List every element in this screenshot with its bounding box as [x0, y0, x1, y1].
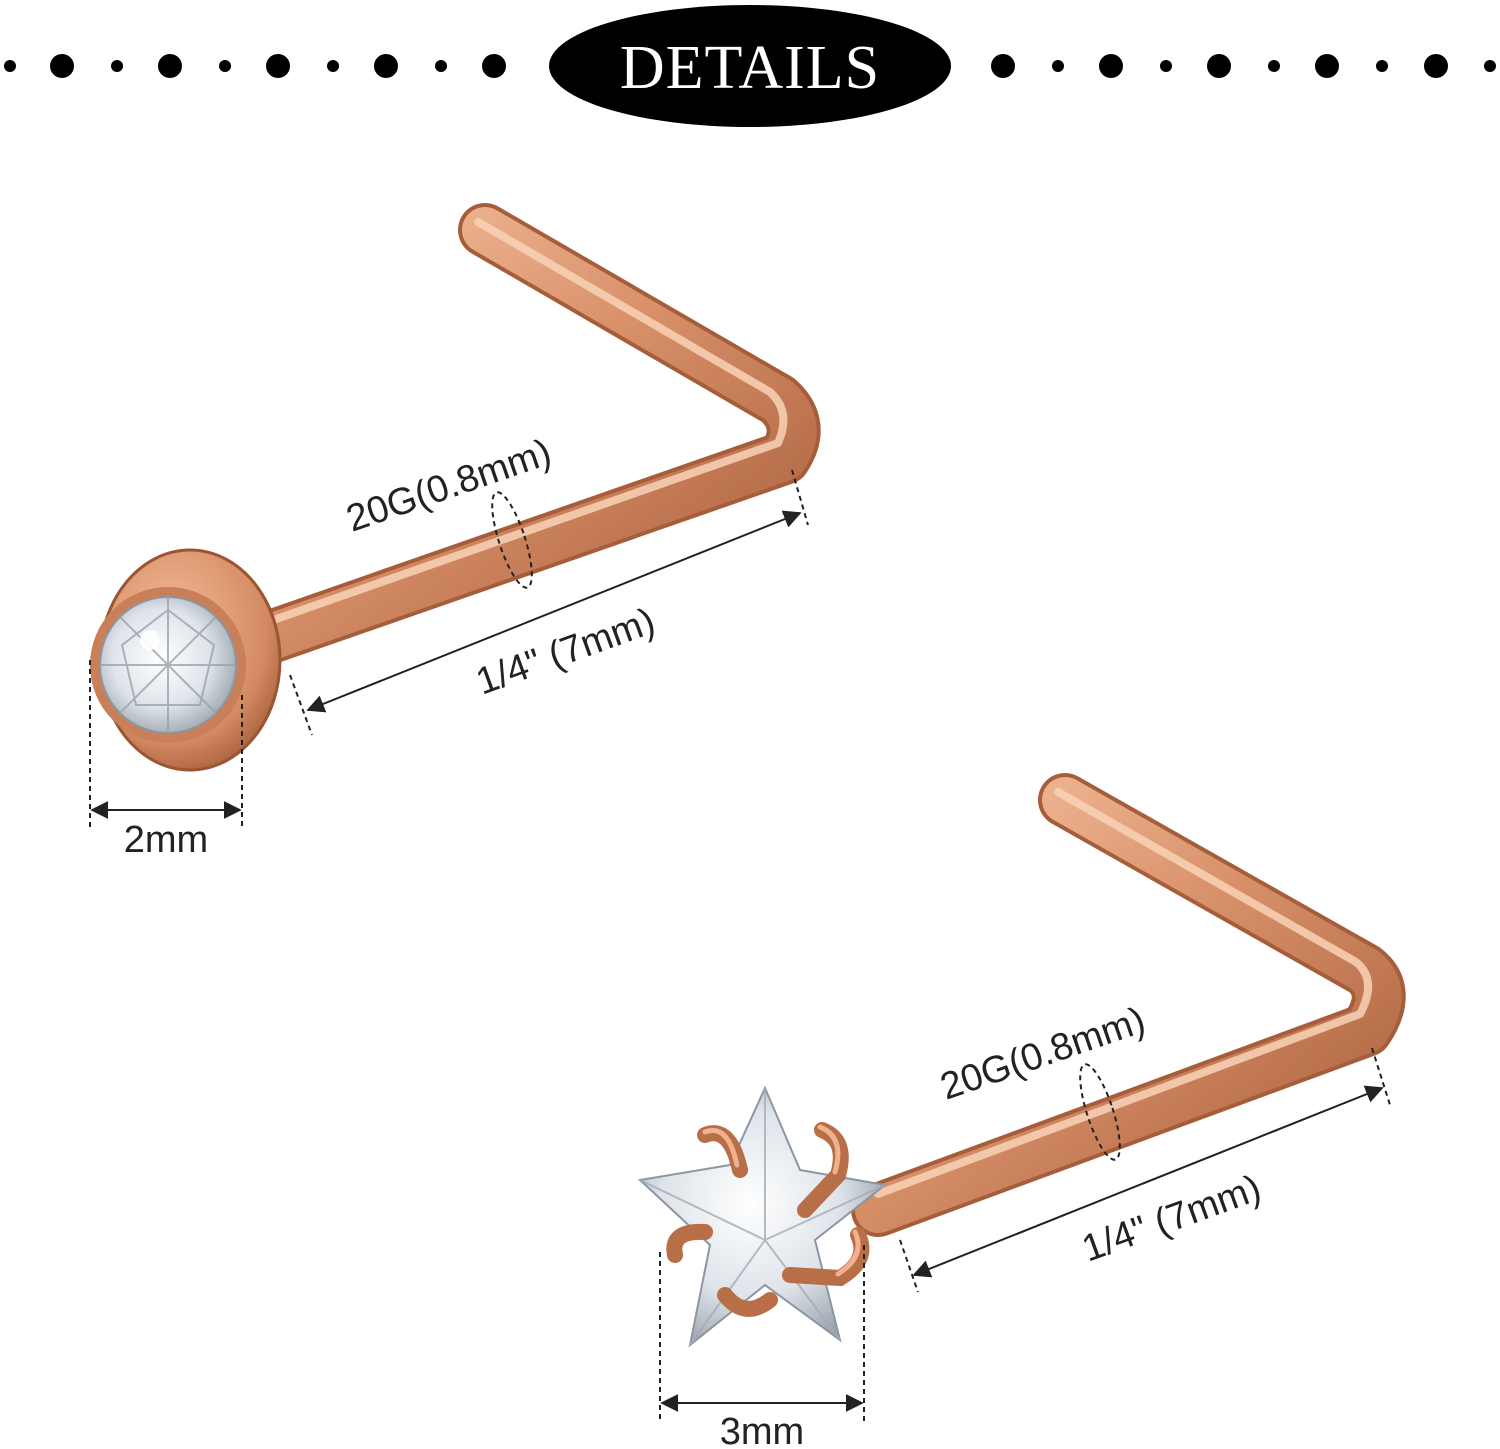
gauge-label: 20G(0.8mm)	[935, 999, 1150, 1108]
round-crystal-gem	[99, 596, 237, 734]
length-dimension	[899, 1047, 1391, 1293]
dot-row-right	[991, 54, 1496, 78]
dot-row-left	[4, 54, 506, 78]
length-label: 1/4" (7mm)	[1077, 1167, 1267, 1270]
page-title: DETAILS	[620, 34, 880, 102]
nose-stud-star: 20G(0.8mm) 1/4" (7mm) 3mm	[637, 773, 1406, 1449]
nose-stud-round: 20G(0.8mm) 1/4" (7mm) 2mm	[89, 203, 821, 861]
gem-size-dimension	[659, 1245, 865, 1422]
length-dimension	[289, 469, 809, 736]
stud-post	[235, 203, 821, 667]
title-pill	[549, 5, 951, 127]
length-label: 1/4" (7mm)	[471, 600, 661, 703]
gem-size-label: 3mm	[720, 1411, 804, 1449]
header-banner: DETAILS	[4, 5, 1496, 127]
gem-size-label: 2mm	[124, 819, 208, 861]
gem-size-dimension	[89, 660, 243, 828]
star-crystal-gem	[637, 1085, 888, 1348]
